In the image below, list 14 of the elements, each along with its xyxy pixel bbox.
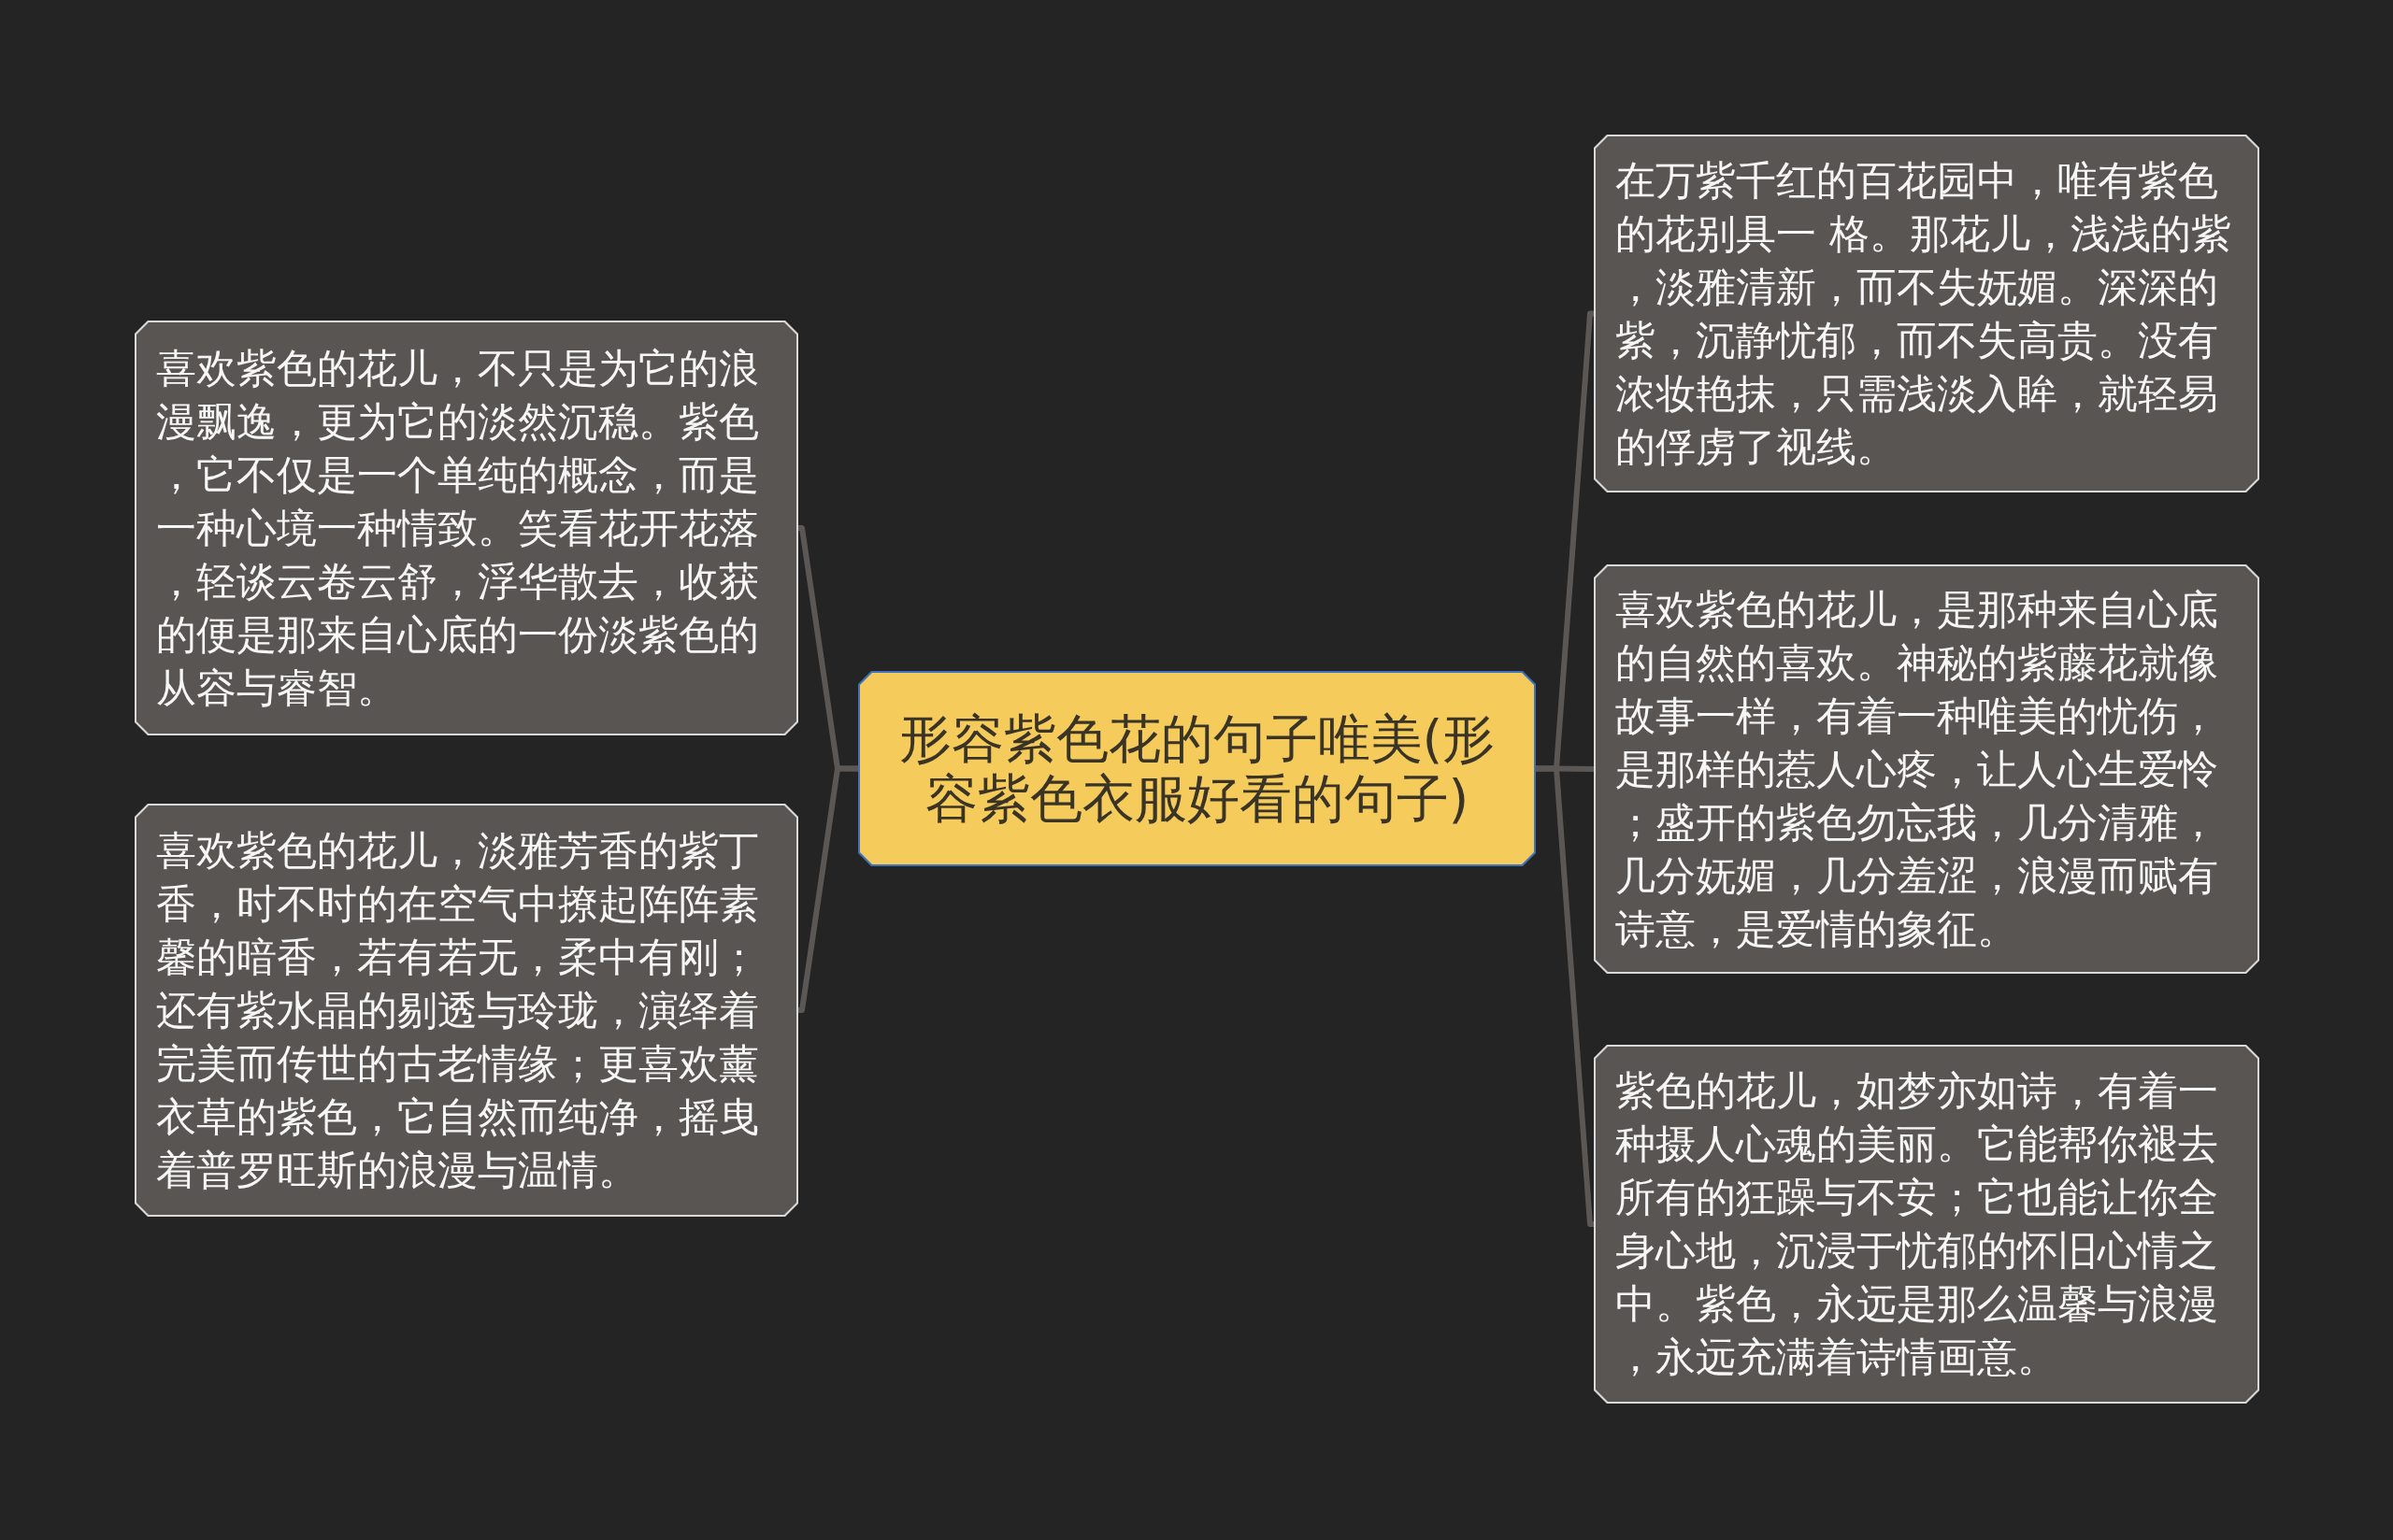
text-card	[135, 804, 798, 1217]
card-text: 紫色的花儿，如梦亦如诗，有着一种摄人心魂的美丽。它能帮你褪去所有的狂躁与不安；它也能让你全身心地，沉浸于忧郁的怀旧心情之中。紫色，永远是那么温馨与浪漫，永远充满着诗情画意。	[1615, 1066, 2219, 1382]
central-topic-box	[858, 671, 1536, 866]
text-card	[1594, 1045, 2259, 1404]
card-text: 喜欢紫色的花儿，是那种来自心底的自然的喜欢。神秘的紫藤花就像故事一样，有着一种唯美的忧伤，是那样的惹人心疼，让人心生爱怜；盛开的紫色勿忘我，几分清雅，几分妩媚，几分羞涩，浪漫而赋有诗意，是爱情的象征。	[1615, 584, 2219, 954]
card-text: 在万紫千红的百花园中，唯有紫色的花别具一 格。那花儿，浅浅的紫，淡雅清新，而不失妩媚。深深的紫，沉静忧郁，而不失高贵。没有浓妆艳抹，只需浅淡入眸，就轻易的俘虏了视线。	[1615, 155, 2232, 472]
connector-line	[1536, 765, 1595, 1227]
text-card	[1594, 135, 2259, 492]
card-text: 喜欢紫色的花儿，淡雅芳香的紫丁香，时不时的在空气中撩起阵阵素馨的暗香，若有若无，柔中有刚；还有紫水晶的剔透与玲珑，演绎着完美而传世的古老情缘；更喜欢薰衣草的紫色，它自然而纯净，摇曳着普罗旺斯的浪漫与温情。	[156, 825, 760, 1195]
text-card	[1594, 564, 2259, 974]
topic-text: 形容紫色花的句子唯美(形容紫色衣服好看的句子)	[897, 708, 1497, 829]
card-text: 喜欢紫色的花儿，不只是为它的浪漫飘逸，更为它的淡然沉稳。紫色，它不仅是一个单纯的概念，而是一种心境一种情致。笑看花开花落，轻谈云卷云舒，浮华散去，收获的便是那来自心底的一份淡紫色的从容与睿智。	[156, 343, 760, 713]
text-card	[135, 321, 798, 735]
connector-line	[798, 765, 858, 1013]
